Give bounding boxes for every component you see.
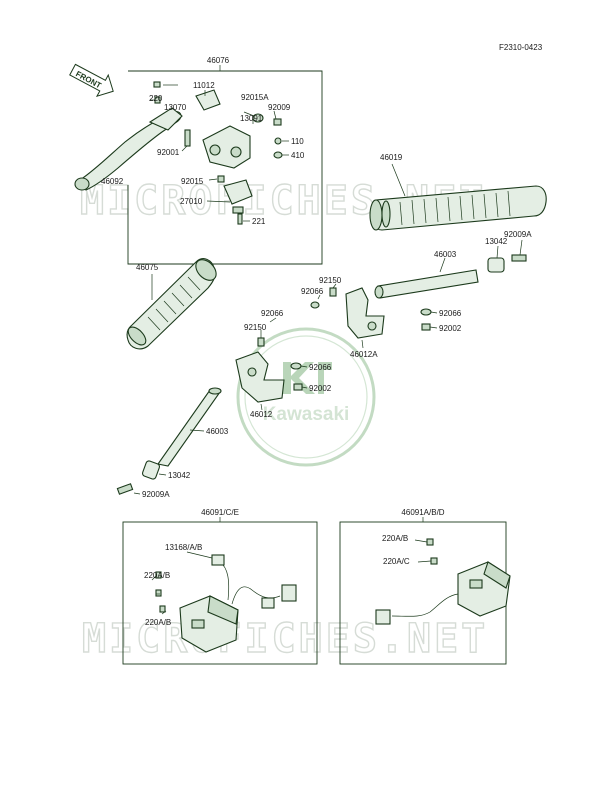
label-92066-left-2: 92066 xyxy=(309,363,332,372)
label-92009a-right: 92009A xyxy=(504,230,532,239)
label-92001: 92001 xyxy=(157,148,180,157)
front-arrow-icon: FRONT xyxy=(69,63,114,98)
label-92150-right: 92150 xyxy=(319,276,342,285)
lever-assembly-box xyxy=(127,70,323,265)
label-110: 110 xyxy=(291,137,304,146)
label-13091: 13091 xyxy=(240,114,263,123)
label-92066-right-2: 92066 xyxy=(439,309,462,318)
kawasaki-logo-text: Kawasaki xyxy=(263,404,350,425)
label-13070: 13070 xyxy=(164,103,187,112)
label-11012: 11012 xyxy=(193,81,215,90)
label-92009-top: 92009 xyxy=(268,103,291,112)
label-220ac: 220A/C xyxy=(383,557,410,566)
throttle-housing-left xyxy=(235,337,303,403)
label-92015a: 92015A xyxy=(241,93,269,102)
group-label-46091a-bd: 46091A/B/D xyxy=(401,508,444,517)
diagram-code: F2310-0423 xyxy=(499,43,543,52)
label-46003-left: 46003 xyxy=(206,427,229,436)
label-92002-right: 92002 xyxy=(439,324,462,333)
label-46019: 46019 xyxy=(380,153,403,162)
label-92150-left: 92150 xyxy=(244,323,267,332)
brake-lever xyxy=(74,107,183,191)
label-410: 410 xyxy=(291,151,305,160)
label-92015: 92015 xyxy=(181,177,204,186)
label-92066-right-1: 92066 xyxy=(301,287,324,296)
watermark-bottom: MICROFICHES.NET xyxy=(82,616,488,662)
label-13042-right: 13042 xyxy=(485,237,508,246)
label-220ab-3: 220A/B xyxy=(382,534,408,543)
right-switch-housing xyxy=(155,554,297,653)
label-27010: 27010 xyxy=(180,197,203,206)
label-220ab-1: 220A/B xyxy=(144,571,170,580)
group-label-46076: 46076 xyxy=(207,56,230,65)
label-46075: 46075 xyxy=(136,263,159,272)
label-46092: 46092 xyxy=(101,177,124,186)
label-92009a-left: 92009A xyxy=(142,490,170,499)
left-switch-housing xyxy=(375,538,511,625)
label-46012: 46012 xyxy=(250,410,273,419)
label-46003-right: 46003 xyxy=(434,250,457,259)
throttle-tube-left xyxy=(116,387,222,495)
label-92066-left-1: 92066 xyxy=(261,309,284,318)
left-grip xyxy=(126,258,217,350)
label-13168: 13168/A/B xyxy=(165,543,202,552)
lever-bracket xyxy=(195,89,253,205)
label-220ab-2: 220A/B xyxy=(145,618,171,627)
label-13042-left: 13042 xyxy=(168,471,191,480)
label-221: 221 xyxy=(252,217,266,226)
lever-hardware xyxy=(153,81,283,225)
label-220: 220 xyxy=(149,94,163,103)
throttle-housing-right xyxy=(310,287,432,339)
right-grip xyxy=(369,185,547,231)
label-46012a: 46012A xyxy=(350,350,378,359)
group-label-46091-ce: 46091/C/E xyxy=(201,508,239,517)
label-92002-left: 92002 xyxy=(309,384,332,393)
throttle-tube-right xyxy=(374,254,527,299)
kawasaki-logo: Kawasaki xyxy=(236,327,376,467)
